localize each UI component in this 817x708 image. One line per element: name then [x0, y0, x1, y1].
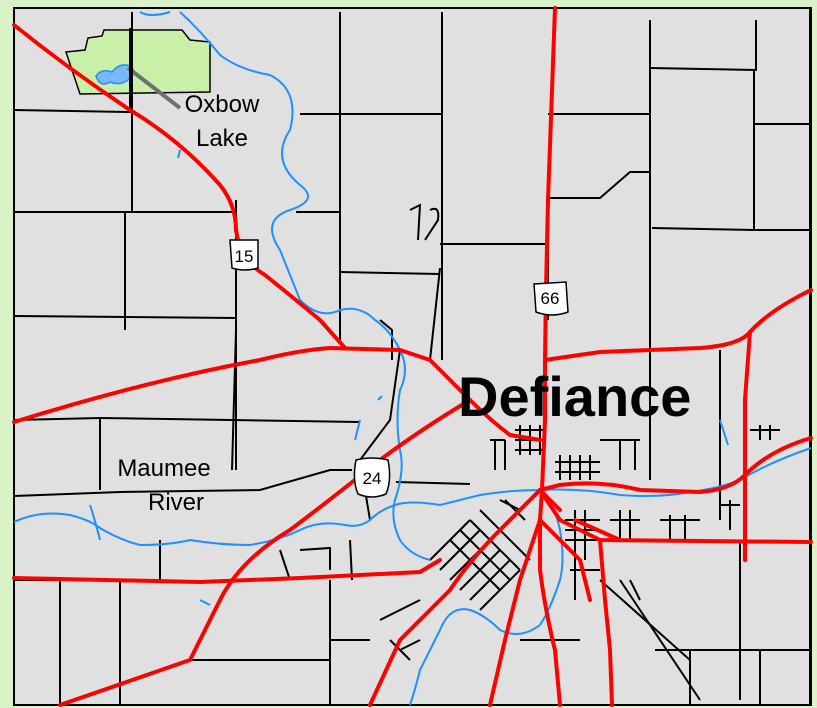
- south-road-4: [538, 518, 592, 602]
- waterways: [13, 11, 812, 706]
- oxbow-label-line2: Lake: [196, 125, 248, 152]
- oxbow-label-line1: Oxbow: [185, 91, 260, 118]
- tiffin-river: [179, 11, 431, 561]
- sr15-shield-number: 15: [235, 247, 254, 266]
- sr15-shield: 15: [229, 239, 259, 271]
- maumee-label-line1: Maumee: [117, 455, 210, 482]
- west-road-south: [12, 558, 442, 584]
- us24-sw-road: [58, 398, 472, 707]
- local-roads: [13, 8, 811, 705]
- map-land: [13, 7, 812, 706]
- sr66-shield: 66: [533, 281, 569, 316]
- sr66-road: [488, 6, 557, 707]
- oxbow-label-leader: [126, 66, 182, 110]
- south-road-2: [538, 518, 562, 707]
- southeast-road: [538, 488, 813, 544]
- maumee-river: [13, 447, 812, 547]
- sr15-road: [12, 23, 347, 350]
- east-road-2: [538, 436, 813, 494]
- south-road-1: [598, 538, 614, 707]
- us24-shield: 24: [353, 457, 391, 498]
- maumee-label-line2: River: [148, 489, 204, 516]
- auglaize-river: [409, 489, 564, 706]
- east-road-4: [573, 518, 622, 542]
- east-road-3: [743, 330, 752, 562]
- highways: [12, 6, 813, 707]
- south-road-3: [368, 488, 542, 707]
- us24-shield-number: 24: [363, 469, 382, 488]
- sr66-shield-number: 66: [541, 289, 560, 308]
- city-label-defiance: Defiance: [458, 365, 691, 428]
- oxbow-park-area: [64, 29, 211, 95]
- us24-west-road: [12, 346, 432, 424]
